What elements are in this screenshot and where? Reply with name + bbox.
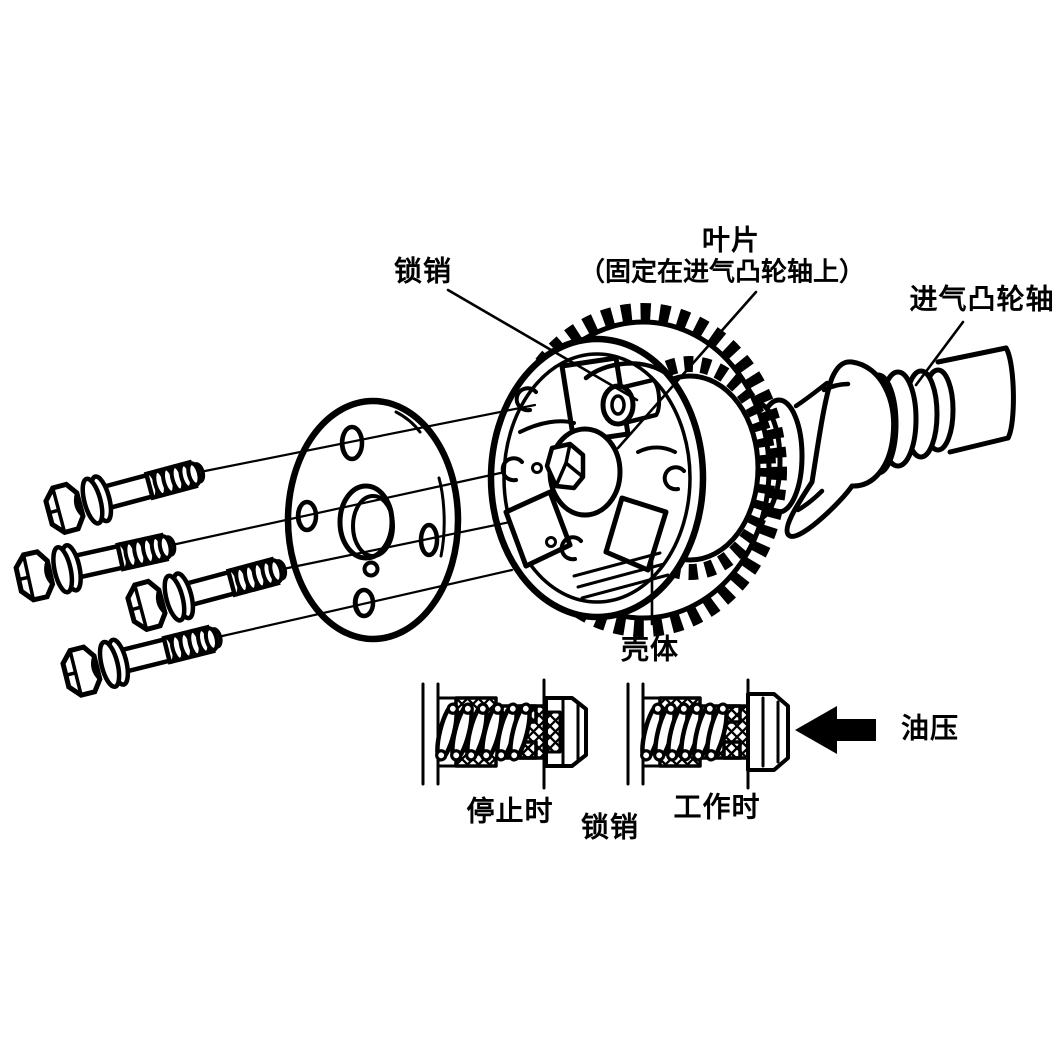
label-intake-camshaft: 进气凸轮轴 (909, 283, 1055, 315)
oil-pressure-arrow-icon (795, 706, 876, 754)
label-housing: 壳体 (620, 633, 680, 665)
lock-pin-detail-stopped (421, 678, 588, 790)
label-pin-stopped: 停止时 (466, 795, 554, 827)
center-bolt (544, 441, 586, 491)
leader-lock-pin (446, 288, 639, 402)
pin-head-working (746, 692, 790, 772)
label-pin-bottom: 锁销 (580, 811, 640, 843)
label-vane-subtitle: （固定在进气凸轮轴上） (578, 256, 866, 287)
assembly-centerlines (170, 403, 537, 639)
leader-vane (616, 290, 758, 450)
lock-pin-cylinder (583, 361, 667, 427)
vane-arm-left (503, 489, 573, 569)
lock-pin-detail-working (626, 678, 790, 790)
cover-plate-shape (284, 397, 462, 643)
vane-arm-right (603, 495, 669, 573)
leader-lines (446, 288, 965, 626)
intake-camshaft-shape (731, 345, 1016, 539)
label-vane-title: 叶片 (701, 224, 761, 256)
label-lock-pin-callout: 锁销 (393, 255, 453, 287)
leader-camshaft (914, 320, 965, 387)
flange-bolt-1 (43, 449, 208, 535)
plate-pin-hole (362, 560, 380, 578)
label-pin-working: 工作时 (673, 791, 761, 823)
vvt-housing-shape (487, 335, 707, 621)
label-oil-pressure: 油压 (900, 712, 960, 744)
